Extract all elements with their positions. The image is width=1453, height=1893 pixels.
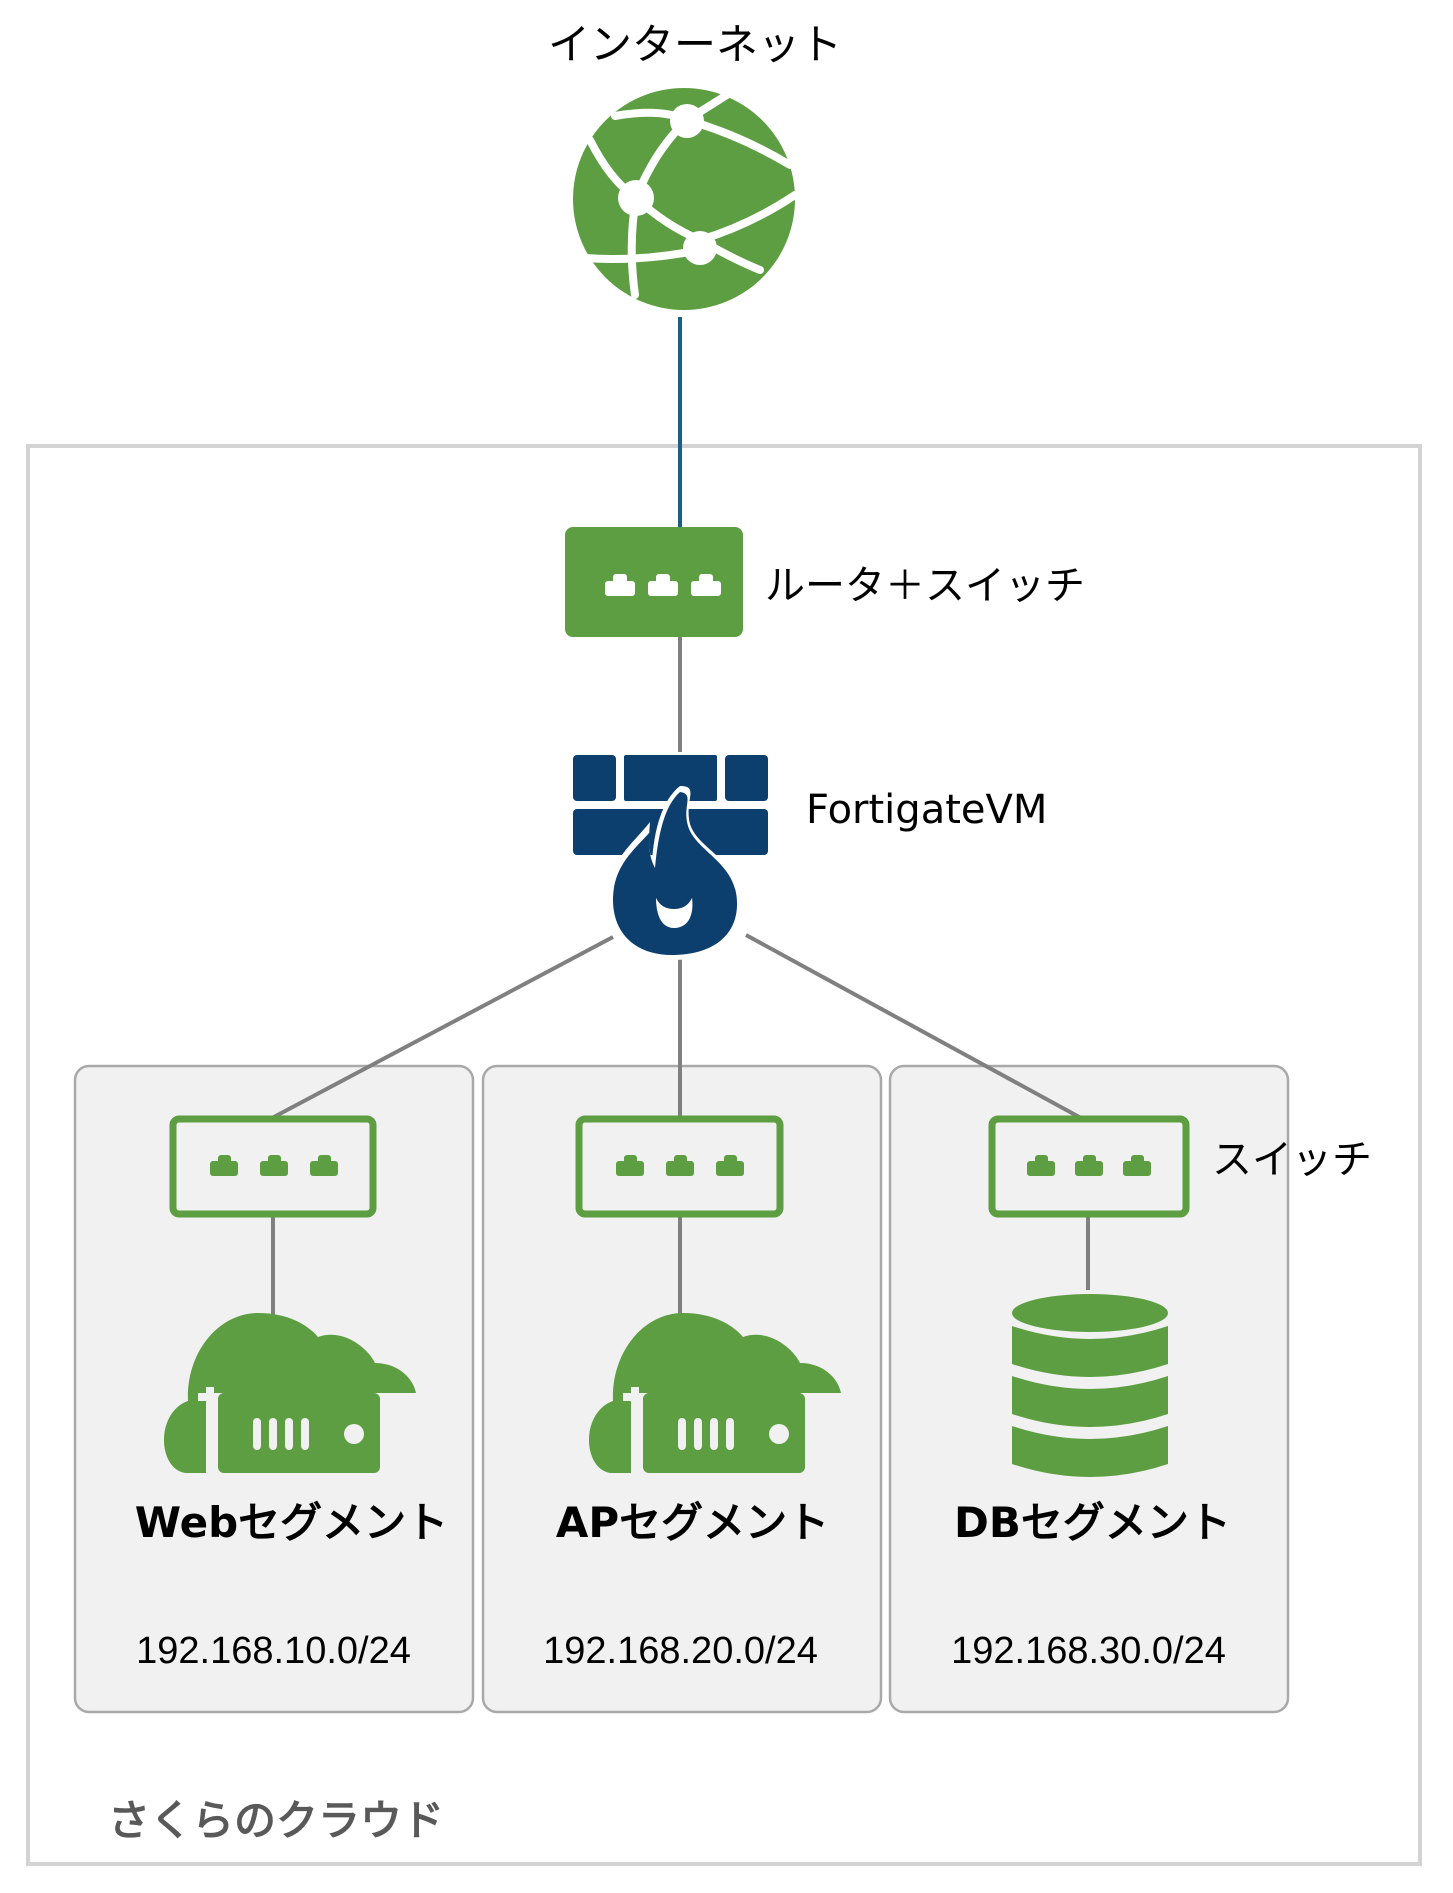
sakura-cloud-label: さくらのクラウド [108,1796,445,1845]
web-switch-icon[interactable] [169,1115,377,1218]
link-firewall-web-switch [271,935,614,1120]
router-switch-icon[interactable] [565,527,743,637]
segment-name-db: DBセグメント [954,1498,1231,1547]
segment-name-ap: APセグメント [555,1498,830,1547]
segment-cidr-ap: 192.168.20.0/24 [543,1630,818,1672]
port-icons [605,574,721,596]
web-cloud-server-icon[interactable] [163,1313,416,1477]
link-firewall-db-switch [745,933,1082,1120]
database-icon[interactable] [1012,1294,1168,1477]
globe-network-icon[interactable] [573,88,799,310]
firewall-label: FortigateVM [806,787,1048,833]
ap-cloud-server-icon[interactable] [588,1313,841,1477]
firewall-icon[interactable] [573,755,768,960]
segment-cidr-db: 192.168.30.0/24 [951,1630,1226,1672]
segment-cidr-web: 192.168.10.0/24 [136,1630,411,1672]
sakura-cloud-boundary [26,444,1422,1866]
ap-switch-icon[interactable] [575,1115,784,1218]
segment-name-web: Webセグメント [134,1498,449,1547]
switch-label: スイッチ [1212,1137,1372,1183]
db-switch-icon[interactable] [988,1115,1190,1218]
router-switch-label: ルータ＋スイッチ [765,563,1085,609]
internet-label: インターネット [548,20,843,69]
